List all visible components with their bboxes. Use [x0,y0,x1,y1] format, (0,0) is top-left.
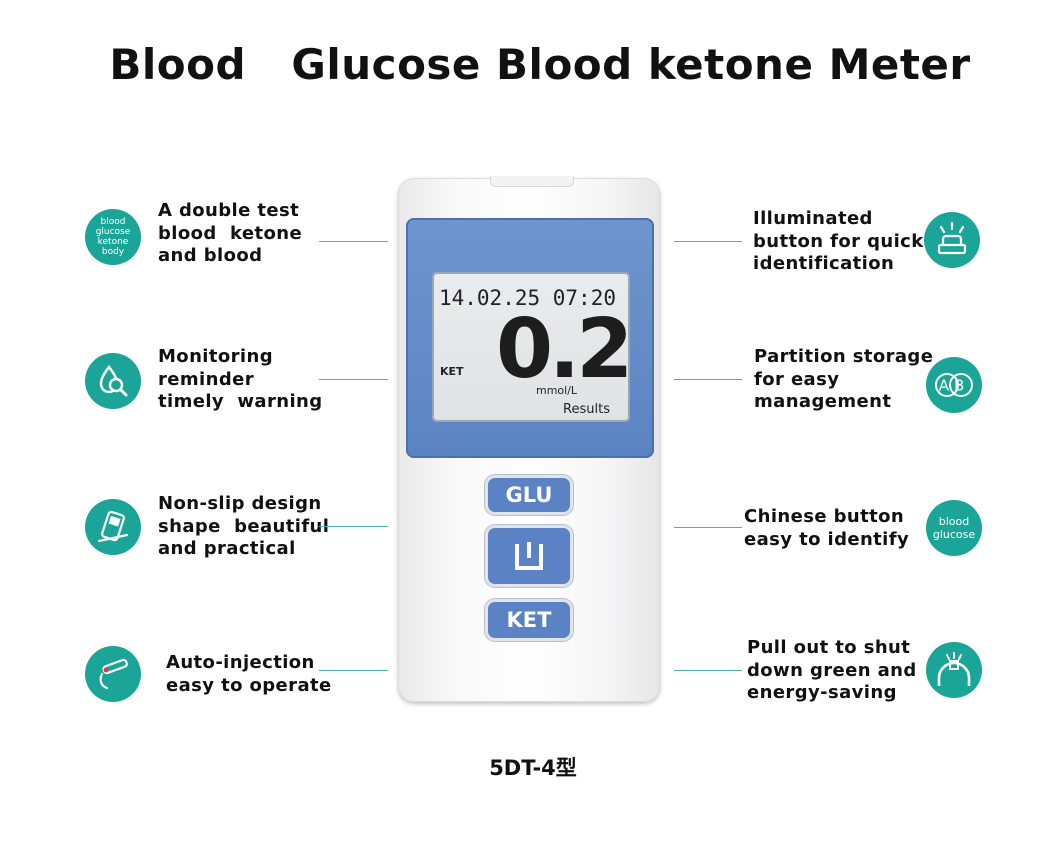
feature-text: Non-slip design shape beautiful and prac… [158,493,330,559]
lcd-datetime: 14.02.25 07:20 [438,286,616,310]
connector-line [319,670,388,671]
device-face-panel: 14.02.25 07:20 0.2 KET mmol/L Results [406,218,654,458]
icon-badge-text: blood glucose ketone body [95,217,131,257]
strip-port [490,176,574,187]
lcd-unit: mmol/L [536,384,578,397]
connector-line [674,379,742,380]
page-title: Blood Glucose Blood ketone Meter [109,40,971,89]
glucose-ketone-meter: 14.02.25 07:20 0.2 KET mmol/L Results GL… [398,176,660,702]
ab-storage-icon: AB [926,357,982,413]
strip-port-icon [926,642,982,698]
feature-text: Auto-injection easy to operate [166,652,332,696]
connector-line [674,527,742,528]
feature-text: Illuminated button for quick identificat… [753,208,924,274]
lit-button-icon [924,212,980,268]
connector-line [319,526,388,527]
ab-label: AB [939,377,970,395]
ketone-glucose-badge-icon: blood glucose ketone body [85,209,141,265]
glu-button[interactable]: GLU [488,478,570,512]
power-icon [515,542,543,570]
lcd-mode: KET [440,365,464,378]
drop-magnifier-icon [85,353,141,409]
icon-badge-text: blood glucose [932,515,976,541]
blood-glucose-badge-icon: blood glucose [926,500,982,556]
connector-line [319,241,388,242]
lcd-reading: 0.2 [496,302,633,397]
lancet-pen-icon [85,646,141,702]
feature-text: A double test blood ketone and blood [158,200,303,266]
connector-line [674,670,742,671]
connector-line [319,379,388,380]
feature-text: Partition storage for easy management [754,346,934,412]
power-button[interactable] [488,528,570,584]
model-label: 5DT-4型 [489,756,577,780]
feature-text: Pull out to shut down green and energy-s… [747,637,917,703]
feature-text: Monitoring reminder timely warning [158,346,323,412]
lcd-results: Results [563,402,610,417]
ket-button[interactable]: KET [488,602,570,638]
feature-text: Chinese button easy to identify [744,506,910,550]
connector-line [674,241,742,242]
lcd-screen: 14.02.25 07:20 0.2 KET mmol/L Results [432,272,633,422]
meter-hand-icon [85,499,141,555]
